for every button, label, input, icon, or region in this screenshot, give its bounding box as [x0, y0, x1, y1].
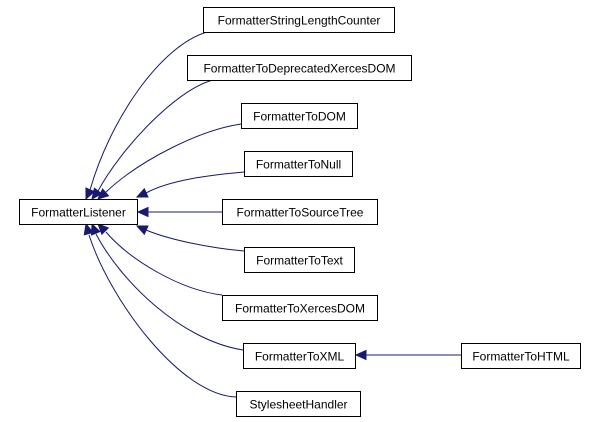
class-node-FormatterToText[interactable]: FormatterToText — [244, 247, 355, 273]
class-label: FormatterToText — [256, 254, 343, 268]
class-label: FormatterToHTML — [472, 350, 570, 364]
class-node-FormatterToHTML[interactable]: FormatterToHTML — [461, 343, 581, 369]
class-node-FormatterStringLengthCounter[interactable]: FormatterStringLengthCounter — [203, 7, 395, 33]
edge-line — [145, 171, 245, 194]
class-label: FormatterListener — [31, 206, 126, 220]
inheritance-edge-FormatterToXML-to-FormatterListener — [91, 222, 244, 351]
edge-line — [88, 234, 237, 398]
class-node-FormatterToDOM[interactable]: FormatterToDOM — [241, 103, 358, 129]
class-box[interactable] — [241, 103, 358, 129]
edge-line — [105, 123, 242, 193]
arrowhead-icon — [97, 223, 110, 236]
edge-line — [145, 229, 245, 252]
class-box[interactable] — [461, 343, 581, 369]
inheritance-edge-FormatterToDeprecatedXercesDOM-to-FormatterListener — [91, 79, 214, 200]
edge-line — [95, 233, 244, 351]
class-box[interactable] — [244, 247, 355, 273]
class-box[interactable] — [244, 151, 353, 177]
class-box[interactable] — [236, 391, 361, 417]
class-node-FormatterToXercesDOM[interactable]: FormatterToXercesDOM — [222, 295, 378, 321]
inheritance-edge-FormatterStringLengthCounter-to-FormatterListener — [85, 31, 208, 201]
inheritance-edge-FormatterToHTML-to-FormatterToXML — [354, 349, 461, 361]
class-label: FormatterToNull — [256, 158, 341, 172]
inheritance-edge-FormatterToText-to-FormatterListener — [135, 225, 245, 252]
edge-line — [105, 231, 223, 296]
class-label: FormatterToDOM — [253, 110, 346, 124]
arrowhead-icon — [135, 187, 149, 198]
inheritance-edge-FormatterToDOM-to-FormatterListener — [97, 123, 242, 200]
class-node-FormatterToXML[interactable]: FormatterToXML — [243, 343, 356, 369]
class-box[interactable] — [19, 199, 138, 225]
arrowhead-icon — [97, 188, 110, 200]
class-node-FormatterToSourceTree[interactable]: FormatterToSourceTree — [222, 199, 378, 225]
arrowhead-icon — [135, 225, 149, 236]
arrowhead-icon — [91, 187, 103, 200]
class-node-FormatterToDeprecatedXercesDOM[interactable]: FormatterToDeprecatedXercesDOM — [187, 55, 412, 81]
inheritance-edge-FormatterToXercesDOM-to-FormatterListener — [97, 223, 223, 296]
class-box[interactable] — [222, 199, 378, 225]
inheritance-edge-FormatterToNull-to-FormatterListener — [135, 171, 245, 198]
nodes-layer: FormatterListener FormatterStringLengthCo… — [19, 7, 581, 417]
inheritance-edge-FormatterToSourceTree-to-FormatterListener — [136, 206, 222, 218]
class-node-FormatterToNull[interactable]: FormatterToNull — [244, 151, 353, 177]
class-label: FormatterToDeprecatedXercesDOM — [203, 62, 395, 76]
inheritance-edge-StylesheetHandler-to-FormatterListener — [83, 222, 237, 398]
arrowhead-icon — [354, 349, 367, 361]
class-label: FormatterToXML — [255, 350, 345, 364]
edge-line — [97, 79, 214, 192]
class-label: FormatterToXercesDOM — [235, 302, 365, 316]
arrowhead-icon — [83, 222, 94, 236]
class-node-FormatterListener[interactable]: FormatterListener — [19, 199, 138, 225]
arrowhead-icon — [91, 222, 101, 236]
class-label: FormatterStringLengthCounter — [218, 14, 381, 28]
class-label: FormatterToSourceTree — [237, 206, 364, 220]
edges-layer — [83, 31, 461, 398]
class-box[interactable] — [203, 7, 395, 33]
class-label: StylesheetHandler — [249, 398, 347, 412]
arrowhead-icon — [136, 206, 149, 218]
arrowhead-icon — [85, 187, 96, 201]
class-node-StylesheetHandler[interactable]: StylesheetHandler — [236, 391, 361, 417]
edge-line — [89, 31, 208, 191]
class-box[interactable] — [222, 295, 378, 321]
class-box[interactable] — [187, 55, 412, 81]
class-box[interactable] — [243, 343, 356, 369]
